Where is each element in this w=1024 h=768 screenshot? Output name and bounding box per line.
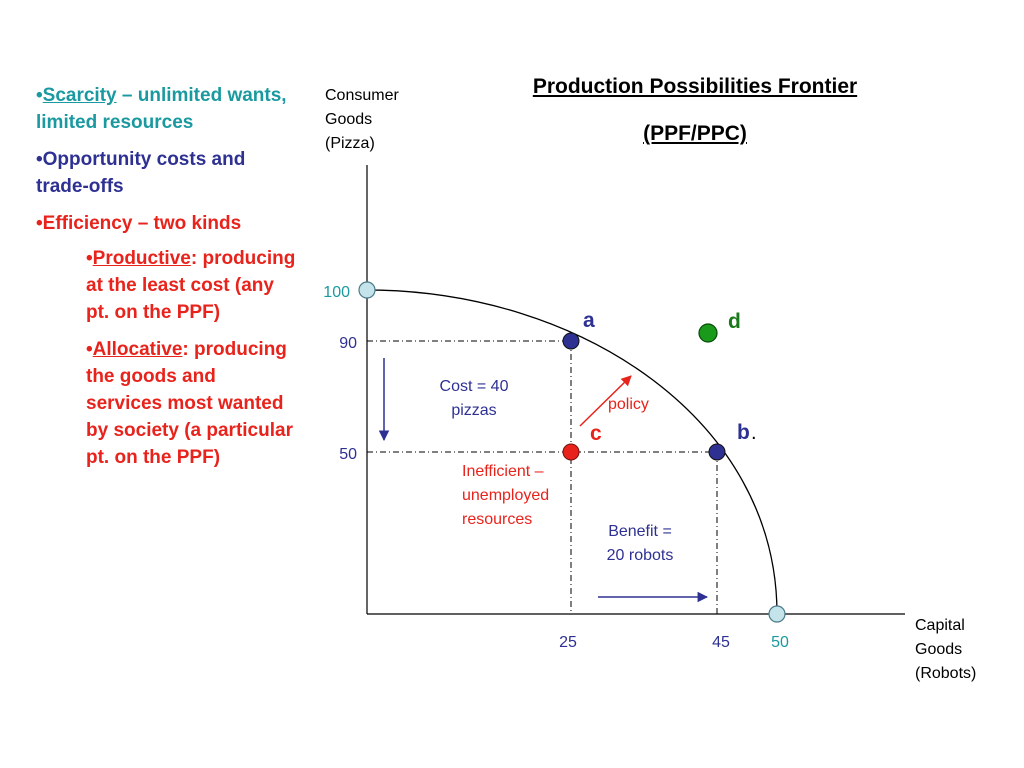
efficiency-text: Efficiency – two kinds	[42, 213, 242, 234]
note-allocative: •Allocative: producing the goods and ser…	[86, 336, 296, 471]
y-axis-label-3: (Pizza)	[325, 135, 375, 152]
allocative-text: : producing the goods and services most …	[86, 339, 293, 468]
notes-panel: •Scarcity – unlimited wants, limited res…	[36, 82, 296, 471]
x-tick-50: 50	[771, 634, 789, 651]
inefficient-label-3: resources	[462, 511, 532, 528]
note-opportunity: •Opportunity costs and trade-offs	[36, 146, 296, 200]
bullet: •	[36, 149, 43, 170]
productive-term: Productive	[92, 248, 191, 269]
bullet: •	[86, 248, 93, 269]
y-axis-label-1: Consumer	[325, 87, 399, 104]
label-b-dot: .	[751, 422, 757, 444]
ppf-curve	[366, 289, 778, 615]
label-c: c	[590, 422, 602, 445]
point-c	[562, 443, 580, 461]
point-intercept-x	[768, 605, 786, 623]
note-productive: •Productive: producing at the least cost…	[86, 245, 296, 326]
y-axis-label-2: Goods	[325, 111, 372, 128]
scarcity-text: – unlimited wants, limited resources	[36, 85, 287, 133]
x-axis-label-2: Goods	[915, 641, 962, 658]
x-tick-25: 25	[559, 634, 577, 651]
x-axis-label-1: Capital	[915, 617, 965, 634]
note-efficiency: •Efficiency – two kinds	[36, 210, 296, 237]
point-intercept-y	[358, 281, 376, 299]
point-b	[708, 443, 726, 461]
benefit-label-1: Benefit =	[608, 523, 672, 540]
allocative-term: Allocative	[92, 339, 183, 360]
x-axis-label-3: (Robots)	[915, 665, 976, 682]
inefficient-label-1: Inefficient –	[462, 463, 544, 480]
note-scarcity: •Scarcity – unlimited wants, limited res…	[36, 82, 296, 136]
scarcity-term: Scarcity	[42, 85, 117, 106]
bullet: •	[86, 339, 93, 360]
x-tick-45: 45	[712, 634, 730, 651]
label-b: b	[737, 421, 750, 444]
diagram-title: Production Possibilities Frontier	[532, 75, 858, 98]
point-d	[698, 323, 718, 343]
y-tick-90: 90	[339, 335, 357, 352]
cost-label-2: pizzas	[451, 402, 496, 419]
label-a: a	[583, 309, 595, 332]
y-tick-100: 100	[323, 284, 350, 301]
point-a	[562, 332, 580, 350]
diagram-subtitle: (PPF/PPC)	[643, 122, 747, 145]
y-tick-50: 50	[339, 446, 357, 463]
bullet: •	[36, 85, 43, 106]
opportunity-text: Opportunity costs and trade-offs	[36, 149, 246, 197]
label-d: d	[728, 310, 741, 333]
policy-arrow	[579, 375, 632, 427]
productive-text: : producing at the least cost (any pt. o…	[86, 248, 296, 323]
inefficient-label-2: unemployed	[462, 487, 549, 504]
cost-label-1: Cost = 40	[440, 378, 509, 395]
bullet: •	[36, 213, 43, 234]
benefit-label-2: 20 robots	[607, 547, 674, 564]
policy-label: policy	[608, 396, 649, 413]
